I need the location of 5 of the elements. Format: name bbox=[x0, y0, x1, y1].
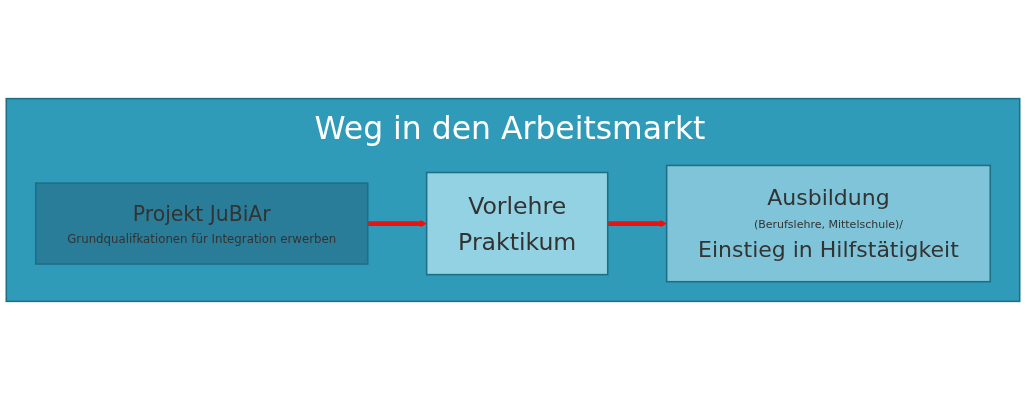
node-box: Ausbildung (Berufslehre, Mittelschule)/ Einstieg in Hilfstätigkeit bbox=[665, 164, 992, 283]
node-box: Vorlehre Praktikum bbox=[425, 171, 609, 276]
arrow bbox=[367, 220, 427, 228]
node-box: Projekt JuBiAr Grundqualifkationen für Integration erwerben bbox=[34, 182, 369, 265]
arrow bbox=[607, 220, 667, 228]
